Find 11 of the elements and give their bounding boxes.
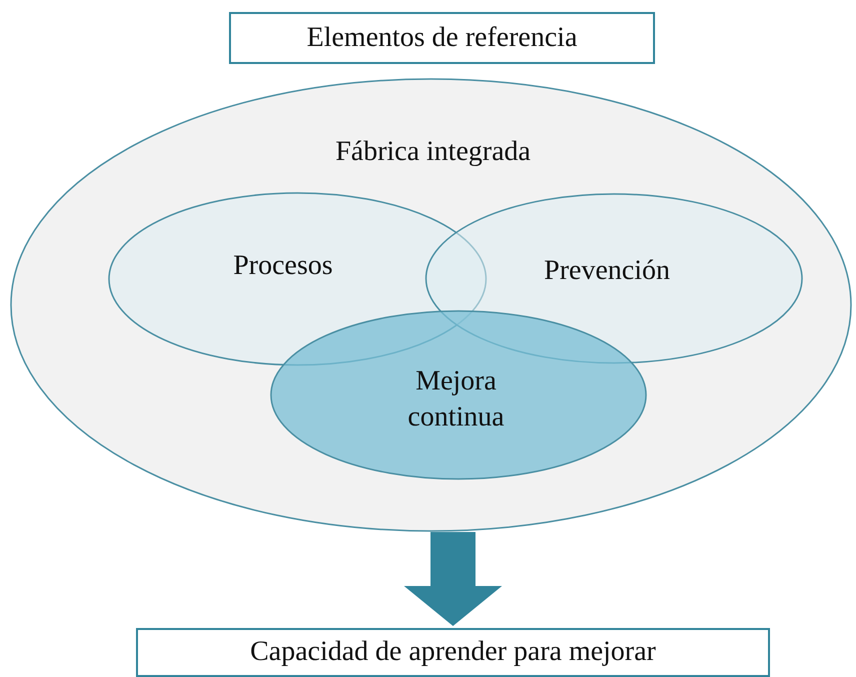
outer-ellipse	[10, 78, 852, 532]
node-label: Elementos de referencia	[306, 20, 578, 55]
node-label: Prevención	[544, 254, 670, 288]
venn-ellipse	[270, 310, 647, 480]
result-box	[136, 628, 770, 677]
block-arrow	[404, 532, 502, 626]
node-label: Capacidad de aprender para mejorar	[250, 635, 656, 670]
node-label: Mejora continua	[406, 364, 506, 435]
node-label: Procesos	[233, 248, 333, 283]
node-label: Fábrica integrada	[335, 134, 531, 169]
heading-box	[229, 12, 655, 64]
